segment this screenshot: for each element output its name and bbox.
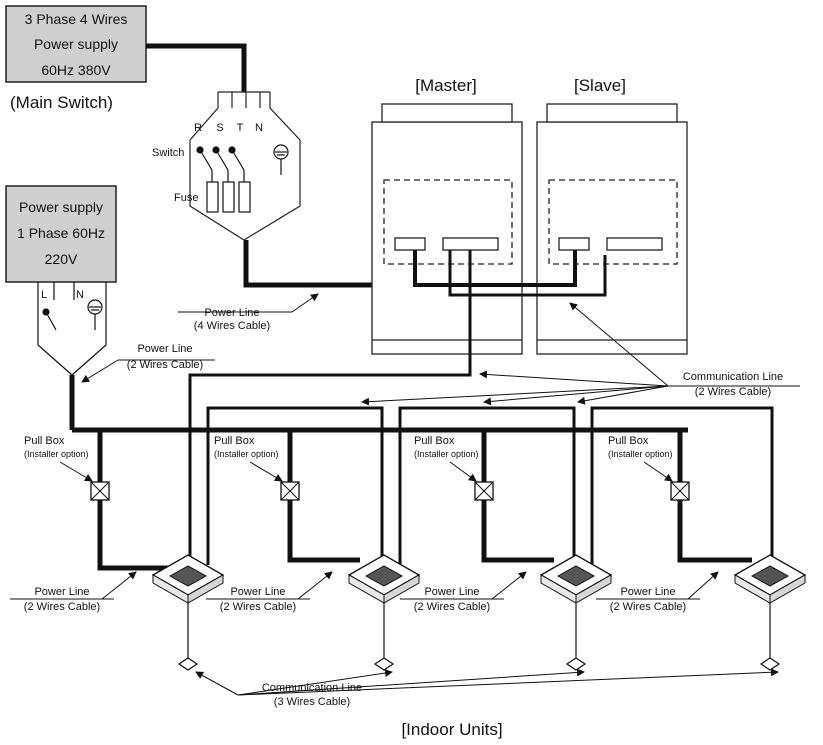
single-supply-line2: 1 Phase 60Hz — [17, 225, 105, 241]
pull-box-label: Pull Box — [414, 435, 455, 447]
slave-label: [Slave] — [574, 76, 626, 95]
breaker-enclosure — [189, 91, 301, 241]
comm-line-3-label1: Communication Line — [262, 682, 362, 694]
indoor-power-line-label: Power Line — [34, 586, 89, 598]
switch-contacts — [196, 146, 245, 182]
main-power-supply: 3 Phase 4 Wires Power supply 60Hz 380V — [5, 5, 147, 83]
master-slave-comm-link — [448, 250, 607, 297]
switch-label: Switch — [152, 147, 184, 159]
main-switch-label: (Main Switch) — [10, 93, 113, 112]
indoor-power-label-2: Power Line (2 Wires Cable) — [206, 571, 333, 613]
pull-box-2: Pull Box (Installer option) — [214, 435, 300, 501]
comm-line-3-leaders — [195, 668, 779, 696]
indoor-unit-1 — [151, 554, 225, 671]
indoor-unit-4 — [733, 554, 807, 671]
main-supply-line2: Power supply — [34, 36, 118, 52]
pull-box-3: Pull Box (Installer option) — [414, 435, 494, 501]
single-supply-line3: 220V — [45, 251, 78, 267]
indoor-power-line-label: Power Line — [230, 586, 285, 598]
comm-line-2-label1: Communication Line — [683, 371, 783, 383]
main-supply-line3: 60Hz 380V — [41, 62, 111, 78]
comm-line-2-label2: (2 Wires Cable) — [695, 386, 771, 398]
single-breaker — [37, 282, 107, 376]
power-line-4-label1: Power Line — [204, 307, 259, 319]
fuse-label: Fuse — [174, 192, 198, 204]
pull-box-option-label: (Installer option) — [24, 449, 89, 459]
pull-box-option-label: (Installer option) — [214, 449, 279, 459]
single-terminal-n: N — [76, 289, 84, 301]
terminal-t: T — [237, 122, 244, 134]
remote-controller-2 — [373, 657, 395, 671]
ground-symbol-main — [273, 144, 289, 175]
indoor-power-cable-label: (2 Wires Cable) — [24, 601, 100, 613]
power-line-2-leader — [81, 359, 119, 383]
indoor-power-line-label: Power Line — [424, 586, 479, 598]
master-slave-power-link — [413, 250, 577, 287]
slave-outdoor-unit — [536, 103, 688, 355]
indoor-power-cable-label: (2 Wires Cable) — [414, 601, 490, 613]
master-label: [Master] — [415, 76, 476, 95]
power-line-4-label2: (4 Wires Cable) — [194, 320, 270, 332]
single-supply-line1: Power supply — [19, 199, 103, 215]
remote-controller-4 — [759, 657, 781, 671]
terminal-s: S — [216, 122, 223, 134]
pull-box-4: Pull Box (Installer option) — [608, 435, 690, 501]
comm-trunk-to-indoor — [188, 250, 472, 565]
indoor-power-label-1: Power Line (2 Wires Cable) — [10, 571, 137, 613]
master-outdoor-unit — [371, 103, 523, 355]
indoor-units-title: [Indoor Units] — [401, 720, 502, 739]
main-feed-line — [146, 43, 247, 92]
indoor-power-cable-label: (2 Wires Cable) — [220, 601, 296, 613]
terminal-n: N — [255, 122, 263, 134]
indoor-comm-loops — [206, 406, 774, 565]
fuses — [206, 181, 251, 213]
indoor-power-label-3: Power Line (2 Wires Cable) — [400, 571, 527, 613]
pull-box-label: Pull Box — [214, 435, 255, 447]
comm-line-2-leaders — [361, 302, 800, 406]
comm-line-3-label2: (3 Wires Cable) — [274, 696, 350, 708]
power-line-2-label2: (2 Wires Cable) — [127, 359, 203, 371]
main-supply-line1: 3 Phase 4 Wires — [25, 11, 128, 27]
indoor-unit-2 — [347, 554, 421, 671]
indoor-power-line-label: Power Line — [620, 586, 675, 598]
indoor-power-label-4: Power Line (2 Wires Cable) — [596, 571, 719, 613]
pull-box-option-label: (Installer option) — [414, 449, 479, 459]
indoor-unit-3 — [539, 554, 613, 671]
single-terminal-l: L — [41, 289, 47, 301]
pull-box-label: Pull Box — [608, 435, 649, 447]
remote-controller-3 — [565, 657, 587, 671]
remote-controller-1 — [177, 657, 199, 671]
indoor-power-drops — [97, 430, 752, 571]
single-phase-supply: Power supply 1 Phase 60Hz 220V — [5, 185, 117, 283]
power-line-2-label1: Power Line — [137, 343, 192, 355]
pull-box-label: Pull Box — [24, 435, 65, 447]
indoor-power-cable-label: (2 Wires Cable) — [610, 601, 686, 613]
terminal-r: R — [194, 122, 202, 134]
pull-box-option-label: (Installer option) — [608, 449, 673, 459]
pull-box-1: Pull Box (Installer option) — [24, 435, 110, 501]
